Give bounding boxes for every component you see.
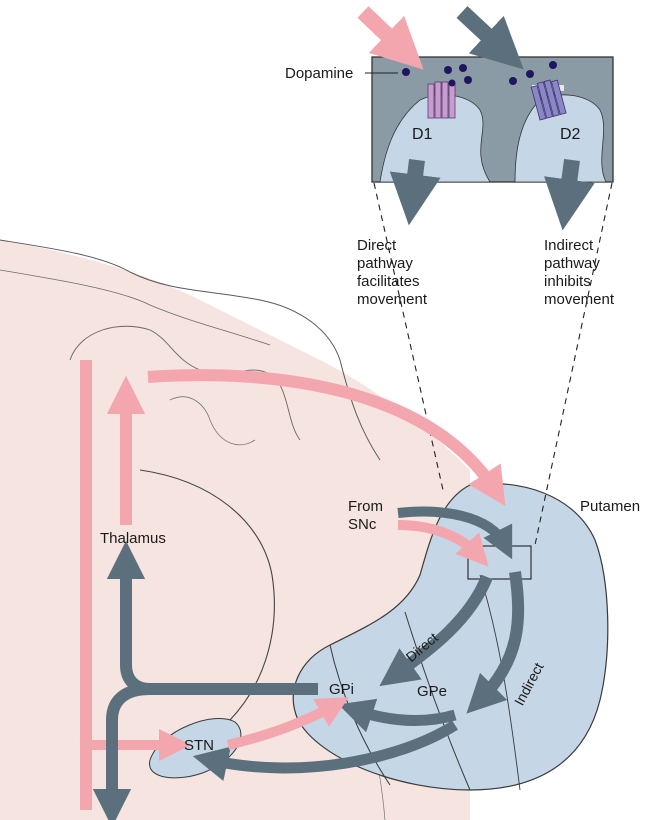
direct-caption-line: pathway [357,255,427,273]
snc-excitatory-input-arrow [363,12,405,52]
indirect-caption-line: pathway [544,255,614,273]
d2-output-arrow [566,160,572,205]
indirect-caption-line: inhibits [544,273,614,291]
direct-caption-line: movement [357,291,427,309]
direct-pathway-caption: Direct pathway facilitates movement [357,237,427,309]
from-snc-line: SNc [348,516,383,534]
d2-label: D2 [560,126,580,144]
gpe-label: GPe [417,683,447,701]
stn-label: STN [184,737,214,755]
snc-inhibitory-input-arrow [462,12,505,52]
d1-output-arrow [412,160,417,200]
direct-caption-line: Direct [357,237,427,255]
gpi-label: GPi [329,681,354,699]
indirect-caption-line: Indirect [544,237,614,255]
direct-caption-line: facilitates [357,273,427,291]
dopamine-label: Dopamine [285,65,353,83]
thalamus-label: Thalamus [100,530,166,548]
from-snc-label: From SNc [348,498,383,534]
indirect-pathway-caption: Indirect pathway inhibits movement [544,237,614,309]
from-snc-line: From [348,498,383,516]
indirect-caption-line: movement [544,291,614,309]
d1-label: D1 [412,126,432,144]
putamen-label: Putamen [580,498,640,516]
